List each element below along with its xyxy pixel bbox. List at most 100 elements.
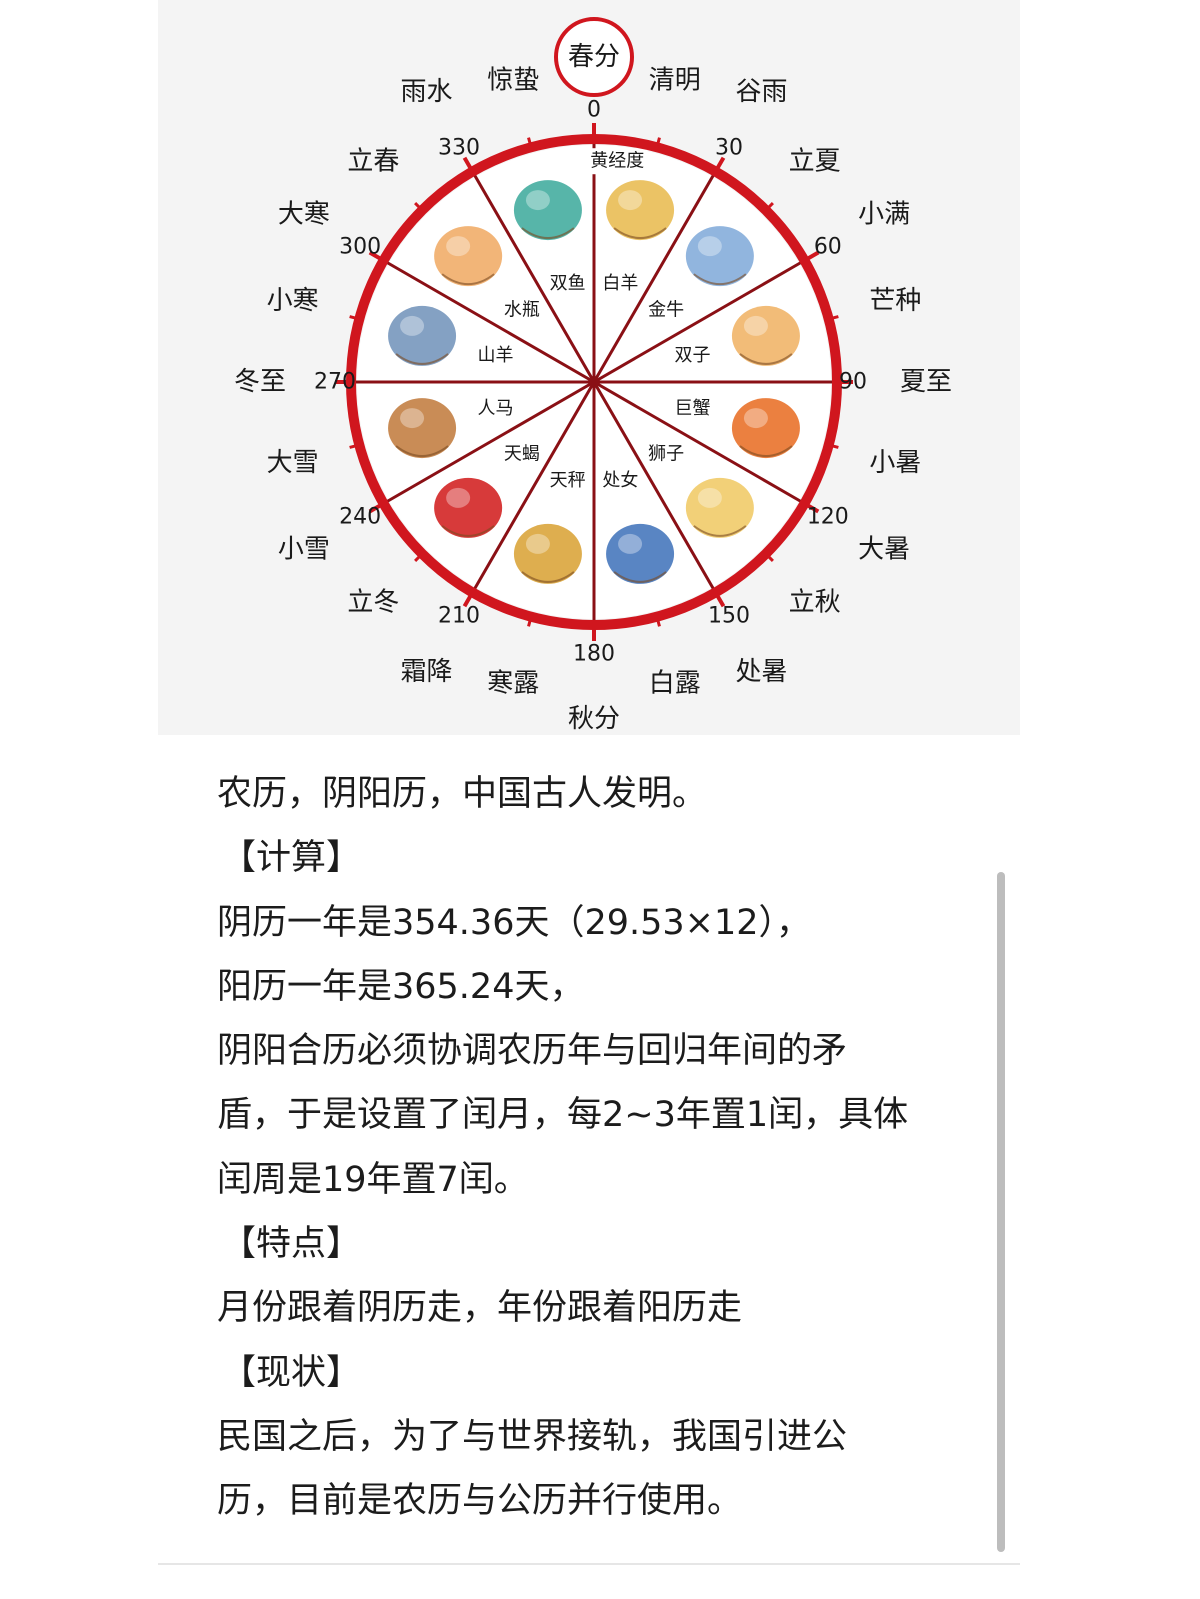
zodiac-sector [594,176,800,382]
solar-term-label: 大雪 [267,448,319,478]
ring-tick [414,202,422,210]
paragraph-line: 阴历一年是354.36天（29.53×12）， [217,902,812,943]
ring-tick [830,315,839,321]
ring-tick [805,250,820,262]
zodiac-label: 天蝎 [504,444,540,465]
zodiac-figure-7 [513,523,582,584]
solar-term-label: 立夏 [789,146,841,176]
scrollbar-thumb[interactable] [997,872,1005,1552]
paragraph-line: 历，目前是农历与公历并行使用。 [217,1481,743,1522]
ring-tick [830,443,839,449]
degree-label: 180 [573,642,615,667]
zodiac-label-bg [546,271,589,296]
zodiac-label-bg [599,468,642,493]
ring-tick [462,593,474,608]
sector-spoke [471,381,596,594]
sector-spoke [471,170,596,383]
sector-spoke [592,381,717,594]
solar-term-label: 大寒 [278,200,330,230]
degree-label: 30 [715,136,743,161]
center-label-bg [587,148,648,175]
degree-label: 0 [587,98,601,123]
degree-label: 210 [438,603,480,628]
solar-term-label: 小寒 [267,286,319,316]
zodiac-label-bg [474,396,517,421]
solar-term-label: 寒露 [487,668,539,698]
sector-spoke [382,259,595,384]
sector-spoke [592,170,717,383]
solar-term-label: 处暑 [735,657,787,687]
highlighted-solar-term: 春分 [568,42,620,72]
degree-label: 270 [314,370,356,395]
zodiac-sector [388,176,594,382]
ecliptic-wheel-diagram: 白羊金牛双子巨蟹狮子处女天秤天蝎人马山羊水瓶双鱼黄经度0306090120150… [234,17,952,734]
ring-tick [714,593,726,608]
solar-term-label: 立春 [347,146,399,176]
highlight-circle [554,17,634,97]
paragraph-line: 阳历一年是365.24天， [217,966,585,1007]
solar-term-label: 小雪 [278,535,330,565]
solar-term-label: 霜降 [400,657,452,687]
ring-tick [766,202,774,210]
paragraph-line: 闰周是19年置7闰。 [217,1159,529,1200]
zodiac-figure-5 [685,477,754,538]
section-heading: 【特点】 [221,1224,362,1265]
paragraph-line: 月份跟着阴历走，年份跟着阳历走 [217,1288,743,1329]
degree-label: 60 [814,235,842,260]
zodiac-sector [594,382,800,588]
zodiac-label: 金牛 [648,299,684,320]
sector-spoke [593,259,806,384]
zodiac-figure-1 [606,180,675,241]
ring-tick [349,315,358,321]
zodiac-figure-10 [388,305,457,366]
solar-term-label: 雨水 [400,77,452,107]
divider [158,1563,1020,1565]
zodiac-figure-4 [731,398,800,459]
solar-term-label: 立冬 [347,588,399,618]
zodiac-figure-3 [731,305,800,366]
solar-term-label: 芒种 [869,286,921,316]
solar-term-label: 惊蛰 [487,66,539,96]
ring-tick [414,554,422,562]
ring-tick [714,156,726,171]
ring-tick [368,502,383,514]
paragraph-line: 盾，于是设置了闰月，每2~3年置1闰，具体 [217,1095,909,1136]
solar-term-label: 清明 [649,66,701,96]
ring-tick [349,443,358,449]
zodiac-label-bg [500,442,543,467]
degree-label: 150 [708,603,750,628]
zodiac-figure-11 [434,226,503,287]
solar-term-label: 小满 [858,200,910,230]
degree-label: 120 [807,505,849,530]
zodiac-label: 双子 [675,345,711,366]
solar-term-label: 冬至 [234,367,286,397]
zodiac-label-bg [546,468,589,493]
ring-tick [655,137,661,146]
zodiac-figure-9 [388,398,457,459]
scrollbar[interactable] [995,866,1007,1556]
ecliptic-longitude-label: 黄经度 [590,151,644,172]
zodiac-label-bg [671,396,714,421]
paragraph-line: 民国之后，为了与世界接轨，我国引进公 [217,1416,848,1457]
zodiac-label-bg [500,297,543,322]
sector-spoke [382,380,595,505]
ring-tick [527,137,533,146]
zodiac-label: 山羊 [477,345,513,366]
zodiac-figure-12 [513,180,582,241]
degree-label: 240 [339,505,381,530]
zodiac-label-bg [645,442,688,467]
paragraph-line: 阴阳合历必须协调农历年与回归年间的矛 [217,1031,848,1072]
solar-term-label: 立秋 [789,588,841,618]
solar-term-label: 小暑 [869,448,921,478]
zodiac-label: 水瓶 [504,299,540,320]
degree-label: 330 [438,136,480,161]
zodiac-label-bg [474,343,517,368]
solar-term-label: 秋分 [568,704,620,734]
zodiac-label: 白羊 [602,273,638,294]
degree-label: 90 [839,370,867,395]
ring-tick [368,250,383,262]
ring-tick [527,618,533,627]
zodiac-label: 双鱼 [550,273,586,294]
wheel-ring [346,134,842,630]
